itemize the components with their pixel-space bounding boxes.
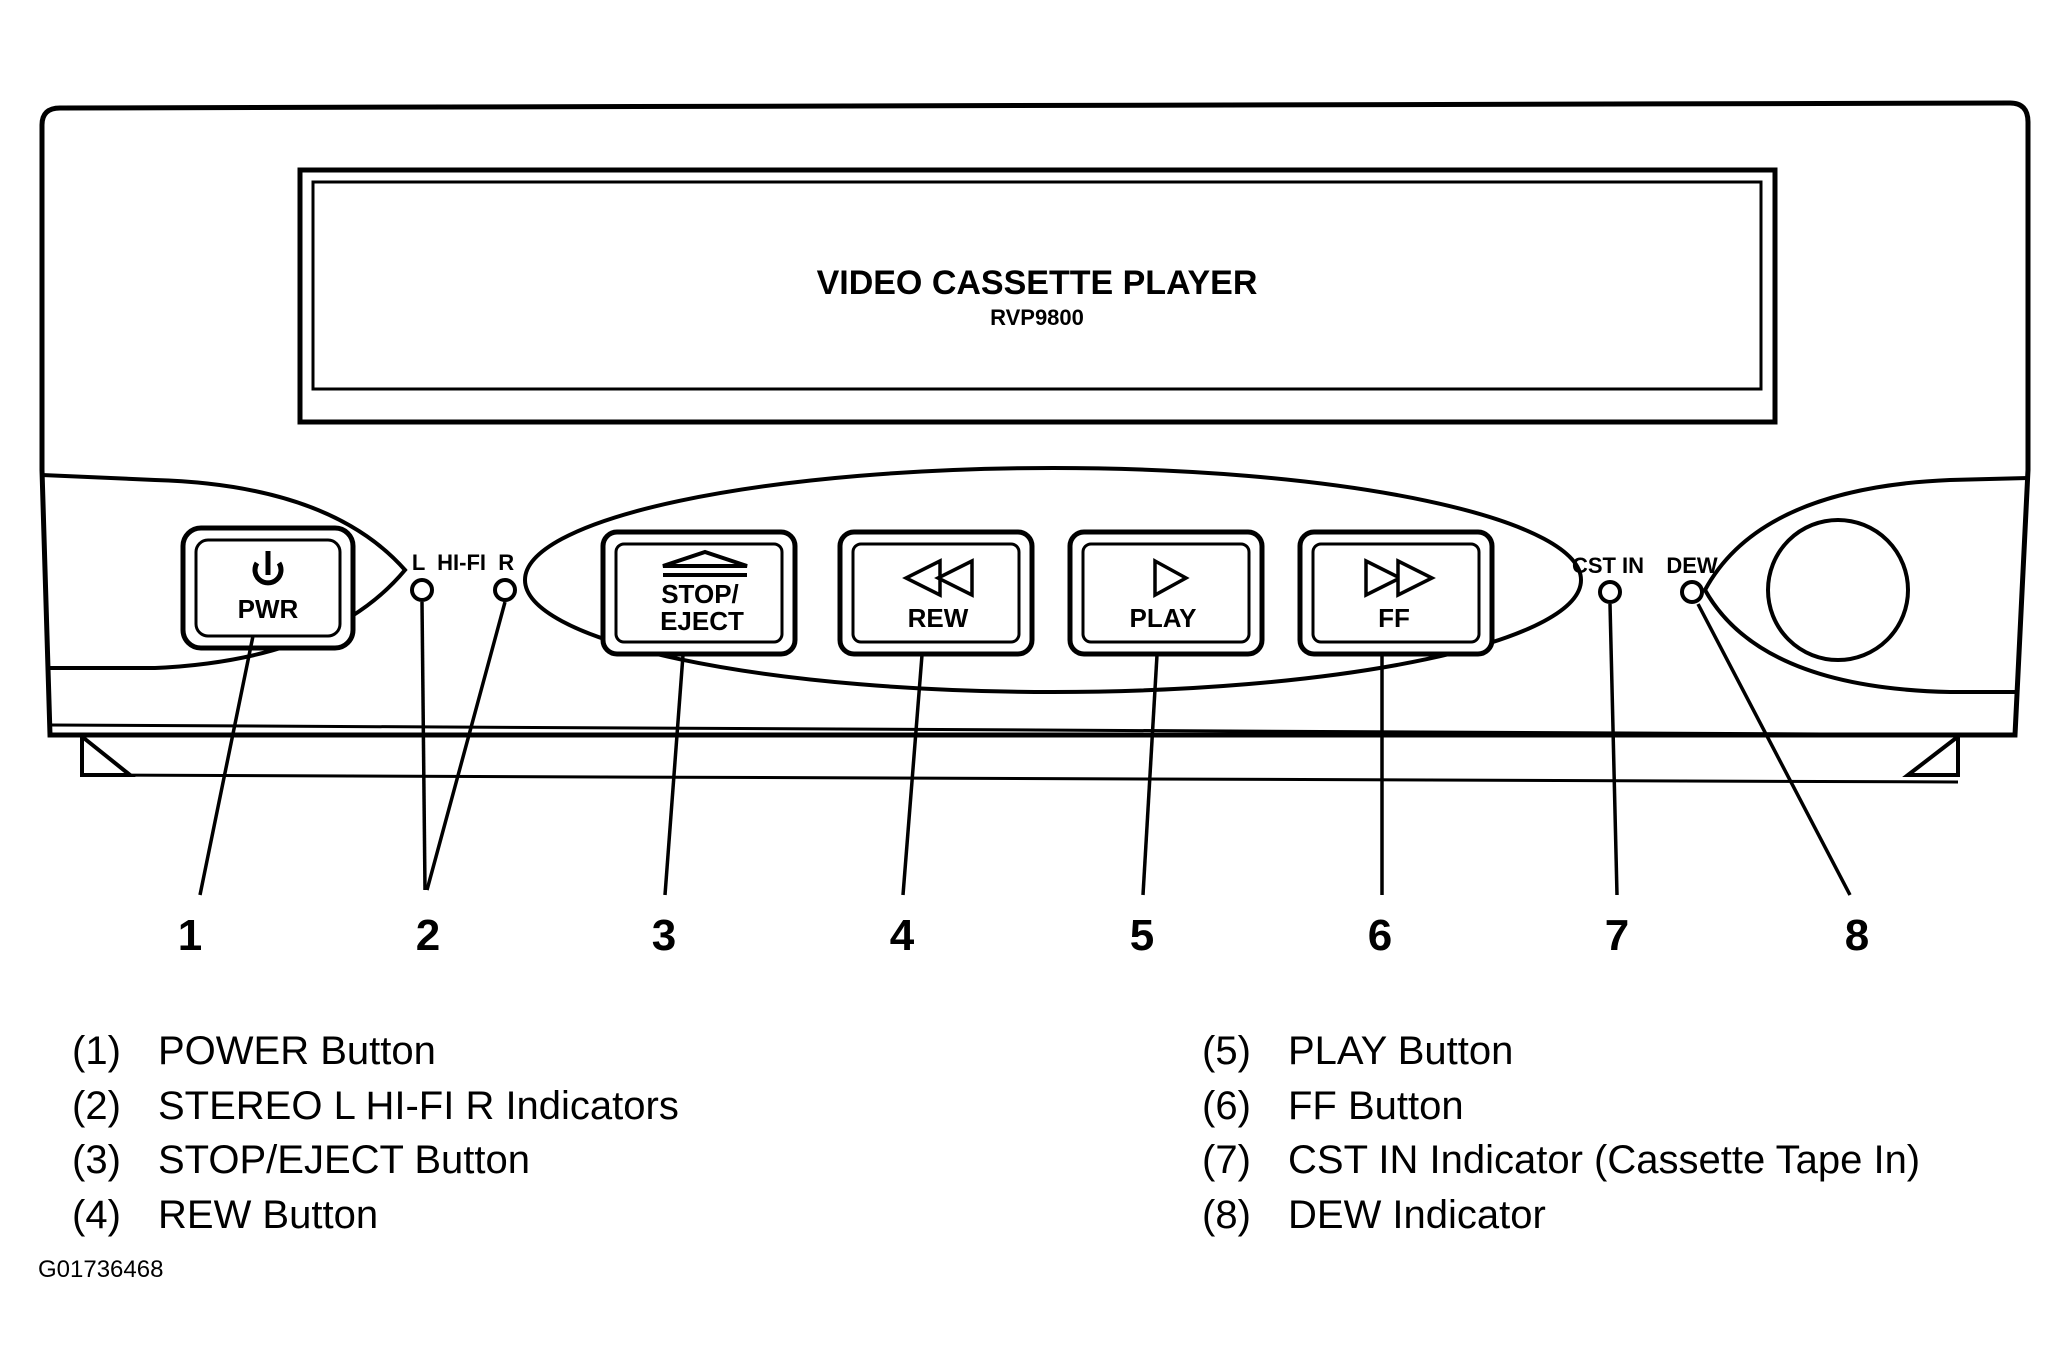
legend-item: (6)FF Button bbox=[1202, 1083, 1464, 1128]
callout-2: 2 bbox=[416, 911, 440, 960]
play-button[interactable]: PLAY bbox=[1067, 529, 1265, 657]
legend-item: (8)DEW Indicator bbox=[1202, 1192, 1546, 1237]
ff-button-label: FF bbox=[1378, 603, 1410, 633]
legend-item: (1)POWER Button bbox=[72, 1029, 436, 1073]
housing-base bbox=[78, 733, 1962, 777]
callout-4: 4 bbox=[890, 911, 915, 960]
callout-5: 5 bbox=[1130, 911, 1154, 960]
callout-7: 7 bbox=[1605, 911, 1629, 960]
panel-model: RVP9800 bbox=[990, 305, 1084, 330]
right-knob bbox=[1766, 518, 1910, 662]
stop-eject-label-2: EJECT bbox=[660, 606, 744, 636]
callout-numbers: 1 2 3 4 5 6 7 8 bbox=[178, 911, 1869, 960]
panel-title: VIDEO CASSETTE PLAYER bbox=[817, 264, 1258, 302]
ff-button[interactable]: FF bbox=[1297, 529, 1495, 657]
cst-in-indicator bbox=[1598, 580, 1622, 604]
control-strip-right bbox=[1702, 476, 2029, 694]
legend-item: (2)STEREO L HI-FI R Indicators bbox=[72, 1083, 679, 1128]
stop-eject-button[interactable]: STOP/ EJECT bbox=[600, 529, 798, 657]
callout-1: 1 bbox=[178, 911, 202, 960]
rew-button-label: REW bbox=[908, 603, 969, 633]
legend-left: (1)POWER Button (2)STEREO L HI-FI R Indi… bbox=[72, 1024, 679, 1242]
figure-id: G01736468 bbox=[38, 1256, 164, 1283]
callout-8: 8 bbox=[1845, 911, 1869, 960]
play-button-label: PLAY bbox=[1130, 603, 1197, 633]
callout-6: 6 bbox=[1368, 911, 1392, 960]
eject-icon bbox=[662, 549, 748, 577]
legend-item: (3)STOP/EJECT Button bbox=[72, 1138, 531, 1182]
power-button[interactable]: PWR bbox=[180, 525, 356, 651]
fast-forward-icon bbox=[1364, 558, 1436, 598]
legend-right: (5)PLAY Button (6)FF Button (7)CST IN In… bbox=[1202, 1024, 1920, 1242]
power-button-label: PWR bbox=[238, 594, 299, 624]
dew-indicator bbox=[1680, 580, 1704, 604]
power-icon bbox=[252, 551, 284, 586]
stop-eject-label-1: STOP/ bbox=[661, 579, 739, 609]
hifi-label: L HI-FI R bbox=[412, 550, 514, 575]
play-icon bbox=[1153, 558, 1190, 598]
hifi-r-indicator bbox=[493, 578, 517, 602]
legend-item: (7)CST IN Indicator (Cassette Tape In) bbox=[1202, 1138, 1921, 1182]
cst-in-label: CST IN bbox=[1572, 553, 1644, 578]
legend-item: (4)REW Button bbox=[72, 1192, 379, 1237]
hifi-l-indicator bbox=[410, 578, 434, 602]
callout-3: 3 bbox=[652, 911, 676, 960]
rew-button[interactable]: REW bbox=[837, 529, 1035, 657]
dew-label: DEW bbox=[1666, 553, 1718, 578]
legend-item: (5)PLAY Button bbox=[1202, 1029, 1514, 1073]
cassette-slot-inner bbox=[311, 180, 1763, 391]
rewind-icon bbox=[902, 558, 974, 598]
control-strip-left bbox=[41, 473, 408, 670]
leader-lines bbox=[198, 601, 1852, 896]
